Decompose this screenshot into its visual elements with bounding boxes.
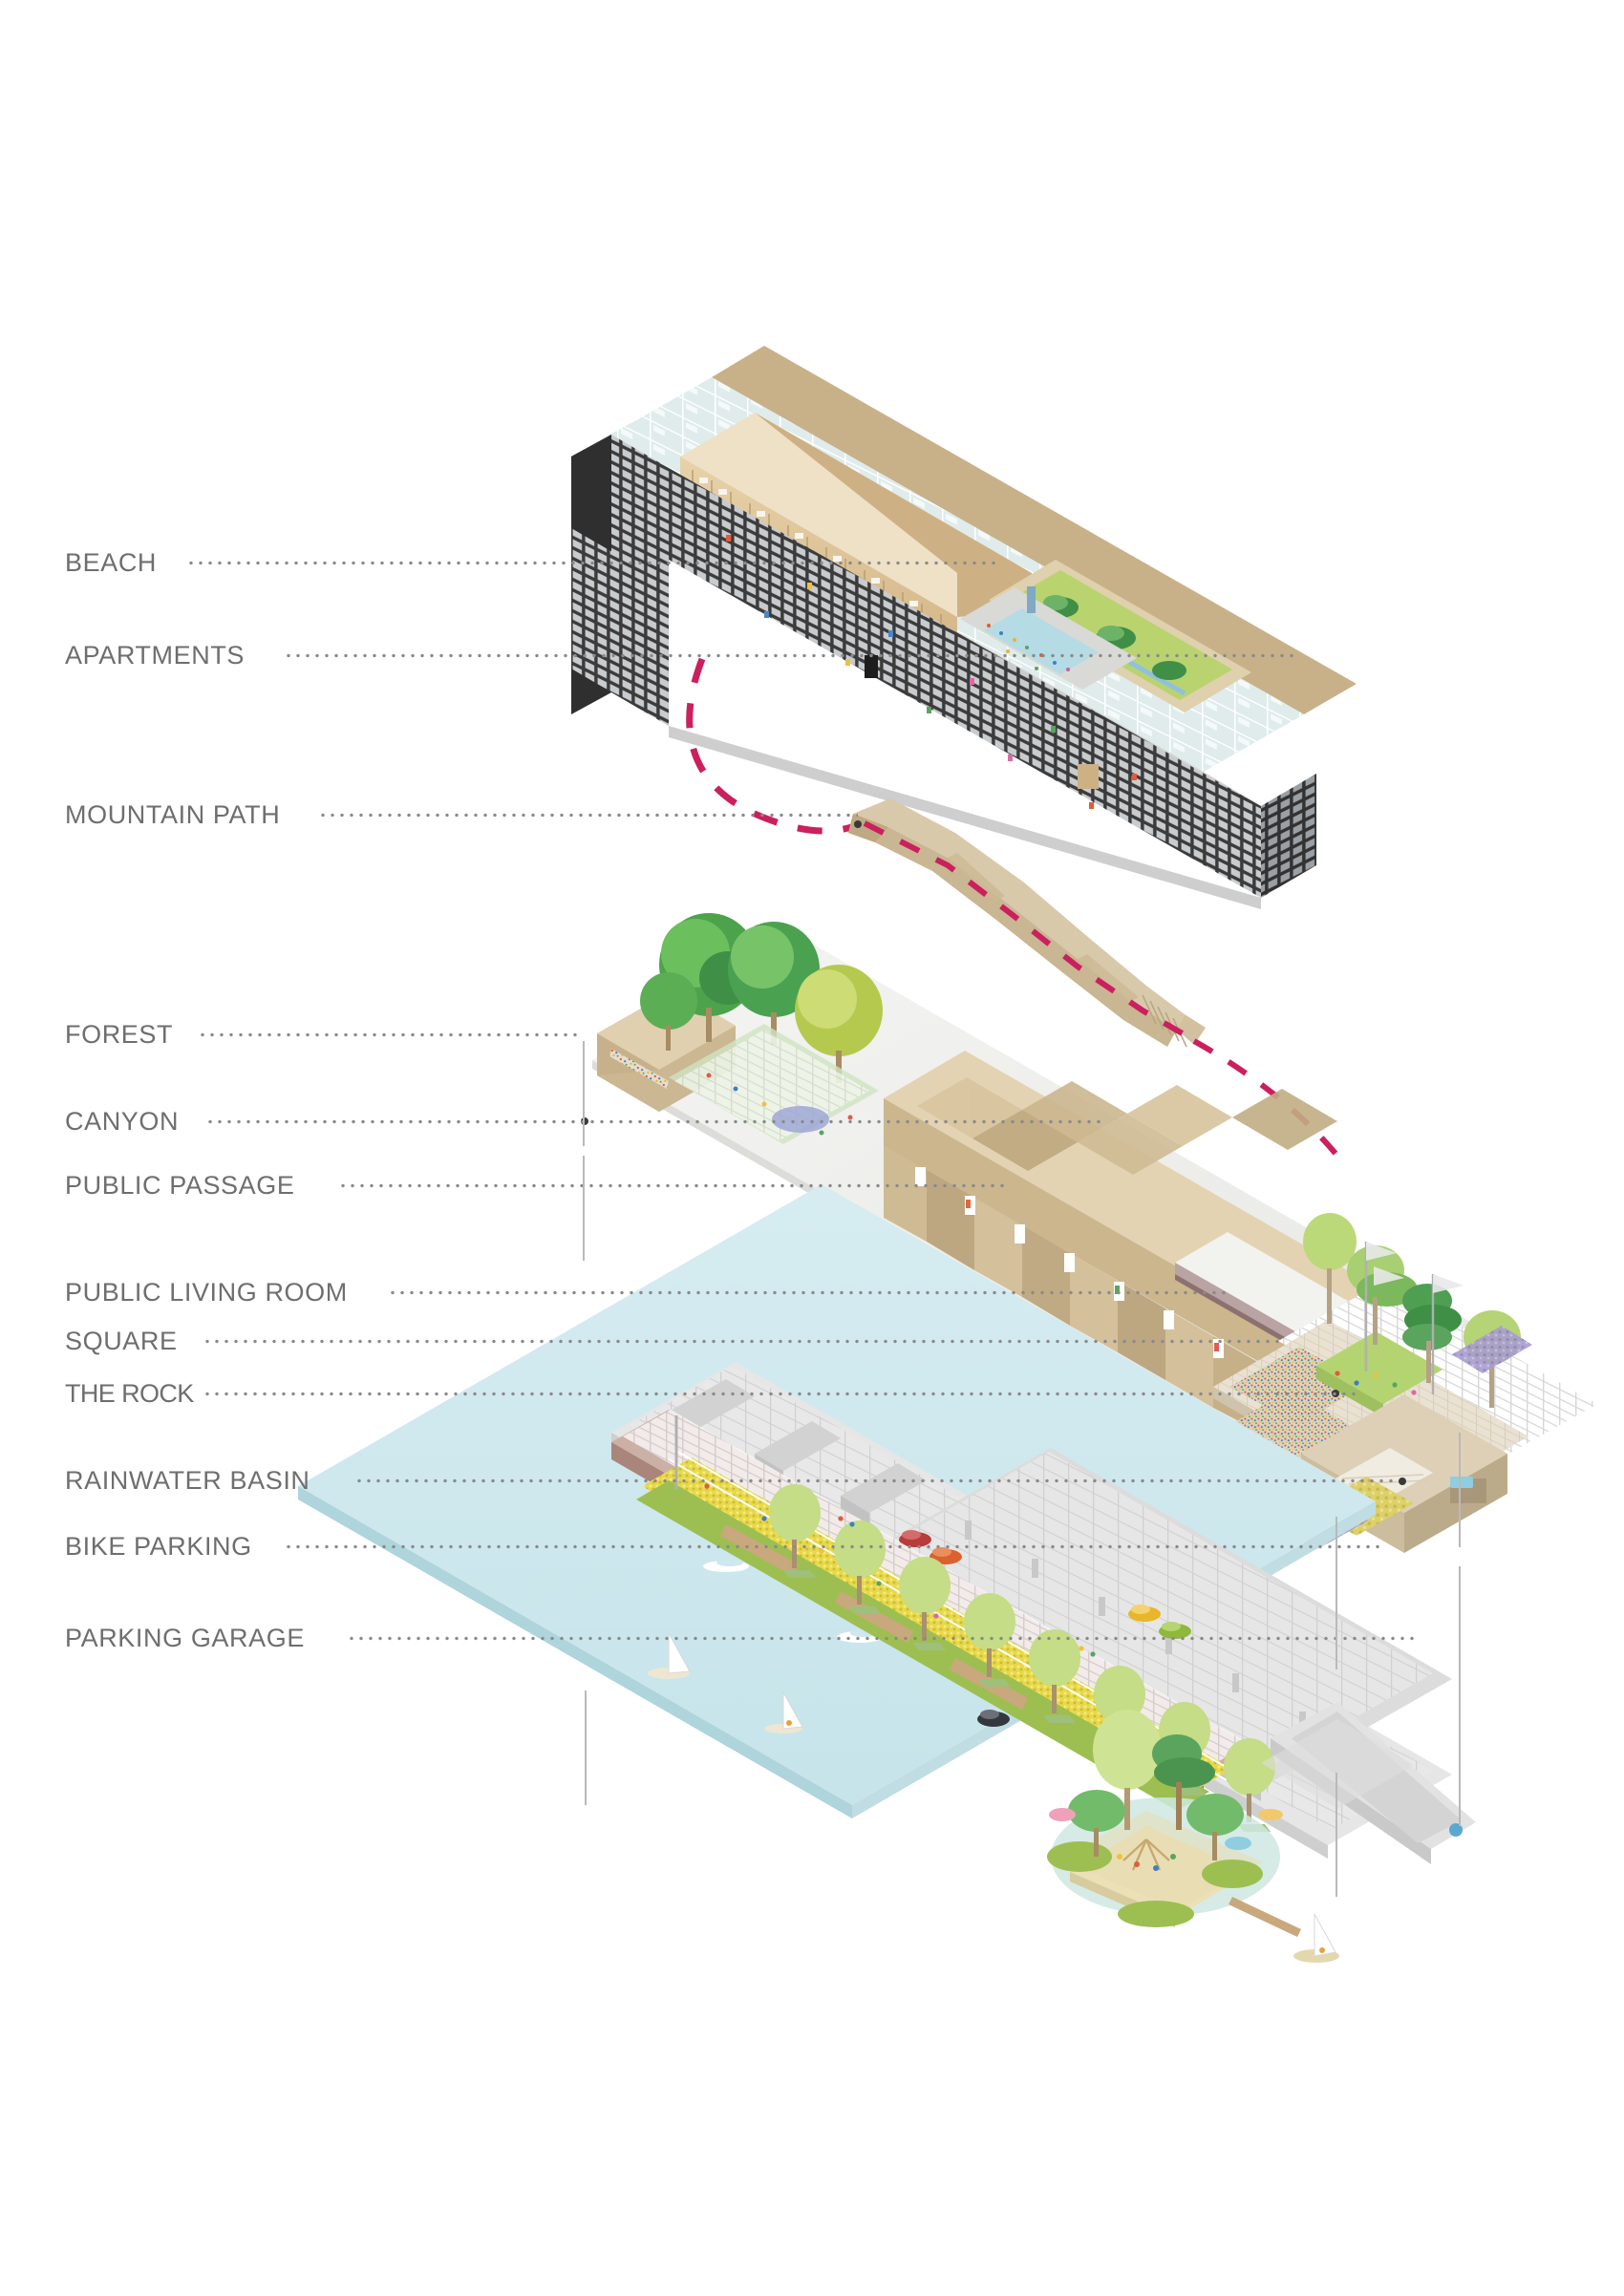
square-plate-group: [1213, 1213, 1597, 1553]
boat: [703, 1559, 749, 1572]
apartments-volume-group: [571, 346, 1357, 909]
guide-ramp-right: [1336, 1773, 1337, 1897]
label-beach: BEACH: [65, 548, 158, 577]
leader-rainwater-basin: [354, 1478, 1396, 1483]
leader-bike-parking: [284, 1544, 1382, 1549]
forest-trees: [640, 913, 883, 1083]
boat: [648, 1632, 691, 1679]
label-public-passage: PUBLIC PASSAGE: [65, 1171, 295, 1200]
leader-public-living-room: [388, 1290, 1229, 1295]
label-parking-garage: PARKING GARAGE: [65, 1624, 305, 1652]
mountain-route-upper: [686, 657, 853, 835]
guide-garage-right: [1459, 1692, 1461, 1826]
label-mountain-path: MOUNTAIN PATH: [65, 800, 281, 829]
guide-square-left: [585, 1690, 587, 1805]
leader-canyon: [205, 1119, 1103, 1124]
mountain-route-lower: [1192, 1038, 1344, 1162]
label-square: SQUARE: [65, 1327, 178, 1355]
leader-beach: [186, 561, 998, 565]
beach-island: [1047, 1710, 1339, 1963]
label-the-rock: THE ROCK: [65, 1379, 194, 1408]
guide-basin-right: [1459, 1566, 1461, 1710]
leader-forest: [198, 1032, 580, 1037]
guide-passage-left: [583, 1156, 585, 1261]
leader-parking-garage: [347, 1636, 1417, 1641]
boat: [764, 1690, 803, 1733]
guide-rock-right: [1336, 1517, 1337, 1669]
leader-square: [203, 1339, 1282, 1344]
mountain-path-group: [848, 798, 1206, 1048]
label-public-living-room: PUBLIC LIVING ROOM: [65, 1278, 348, 1307]
leader-the-rock: [203, 1392, 1358, 1396]
label-rainwater-basin: RAINWATER BASIN: [65, 1466, 310, 1495]
guide-rock-right-2: [1459, 1433, 1461, 1547]
guide-forest-left: [583, 1041, 585, 1146]
label-apartments: APARTMENTS: [65, 641, 246, 670]
boat: [1293, 1913, 1339, 1963]
label-forest: FOREST: [65, 1020, 174, 1049]
label-bike-parking: BIKE PARKING: [65, 1532, 252, 1561]
leader-apartments: [284, 653, 1296, 658]
label-canyon: CANYON: [65, 1107, 180, 1136]
leader-mountain-path: [318, 813, 858, 818]
leader-public-passage: [338, 1183, 1007, 1188]
